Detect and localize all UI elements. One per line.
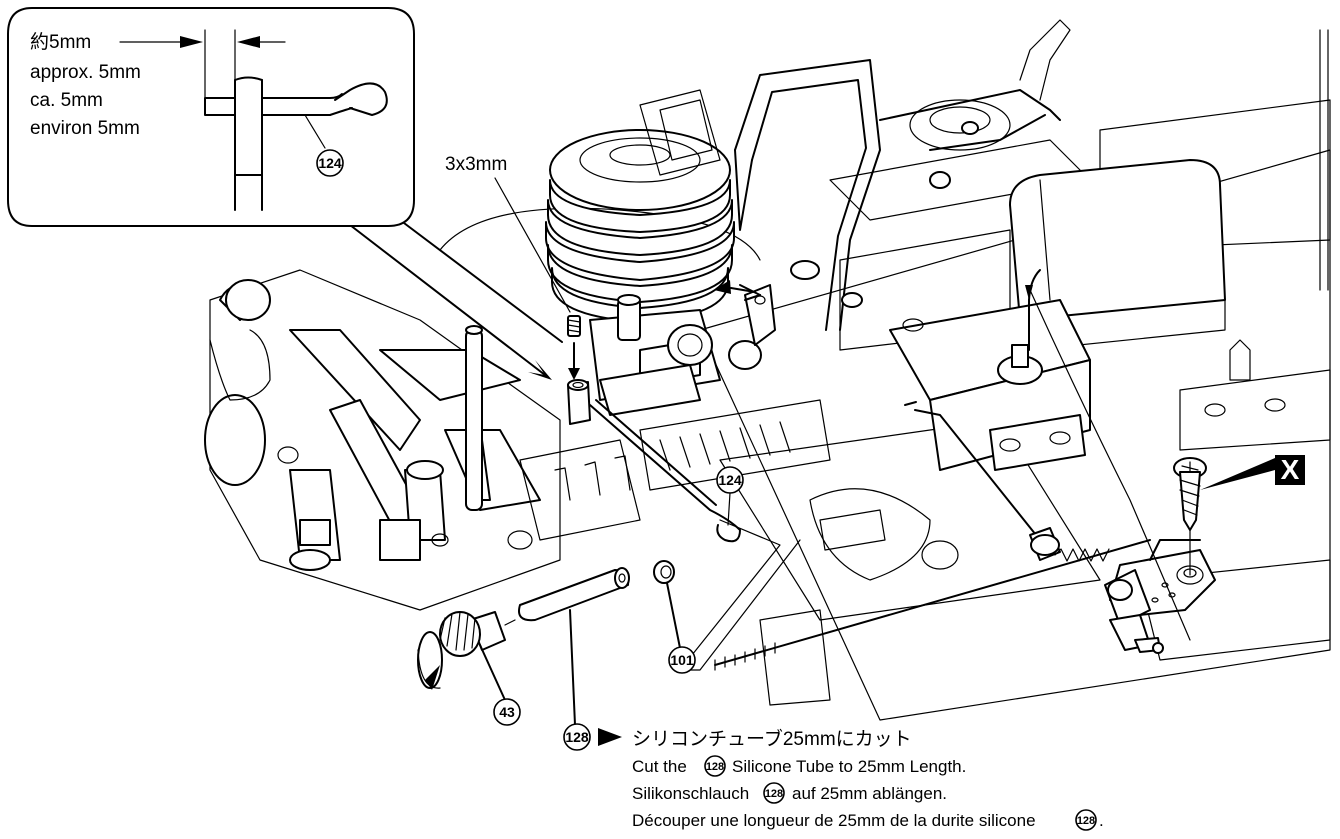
instruction-fr-part: 128 xyxy=(1077,815,1095,827)
silicone-tube-128 xyxy=(518,567,630,726)
inset-text-de: ca. 5mm xyxy=(30,90,103,111)
part-callout-124-inset xyxy=(316,149,344,177)
pointer-arrows xyxy=(714,269,1041,351)
instruction-fr-before: Découper une longueur de 25mm de la duri… xyxy=(632,811,1036,830)
part-callout-101 xyxy=(668,646,696,674)
instruction-arrow-icon xyxy=(598,728,622,746)
part-callout-101-label: 101 xyxy=(670,652,694,668)
cap-43 xyxy=(439,611,516,701)
drive-belt xyxy=(639,399,886,551)
part-callout-124-inset-label: 124 xyxy=(318,155,342,171)
inset-text-en: approx. 5mm xyxy=(30,62,141,83)
instruction-de-before: Silikonschlauch xyxy=(632,784,749,803)
instruction-en-after: Silicone Tube to 25mm Length. xyxy=(732,757,966,776)
servo xyxy=(889,299,1091,471)
chassis-background xyxy=(699,29,1331,721)
instruction-de-part: 128 xyxy=(765,788,783,800)
instruction-ja: シリコンチューブ25mmにカット xyxy=(632,727,912,750)
instruction-en-part-icon xyxy=(704,755,726,777)
part-callout-128-label: 128 xyxy=(565,729,589,745)
part-callout-43-label: 43 xyxy=(499,704,515,720)
instruction-de-after: auf 25mm ablängen. xyxy=(792,784,947,803)
rotate-arrow-icon xyxy=(417,631,443,690)
carb-linkage-top xyxy=(879,19,1071,189)
part-callout-128 xyxy=(563,723,591,751)
part-callout-124-label: 124 xyxy=(718,472,742,488)
screw-marker-label: X xyxy=(1281,454,1300,485)
part-callout-43 xyxy=(493,698,521,726)
linkage-pin-124 xyxy=(589,399,801,671)
screw-marker-box xyxy=(1275,455,1305,485)
cylinder-head xyxy=(545,129,735,323)
inset-text-fr: environ 5mm xyxy=(30,118,140,139)
instruction-en-part: 128 xyxy=(706,761,724,773)
tapping-screw xyxy=(1173,457,1275,576)
set-screw-size-label: 3x3mm xyxy=(445,154,507,175)
set-screw xyxy=(567,315,581,380)
inset-leader xyxy=(349,219,563,380)
instruction-en-before: Cut the xyxy=(632,757,687,776)
detail-inset xyxy=(7,7,415,227)
inset-text-ja: 約5mm xyxy=(30,31,91,53)
instruction-de-part-icon xyxy=(763,782,785,804)
roll-bar xyxy=(734,59,881,331)
instruction-fr-part-icon xyxy=(1075,809,1097,831)
front-suspension xyxy=(204,269,641,611)
engine xyxy=(439,89,776,425)
throttle-linkage xyxy=(714,289,1216,671)
instruction-fr-after: . xyxy=(1099,811,1104,830)
grommet-101 xyxy=(653,560,681,649)
instruction-en: Cut the xyxy=(632,757,687,776)
